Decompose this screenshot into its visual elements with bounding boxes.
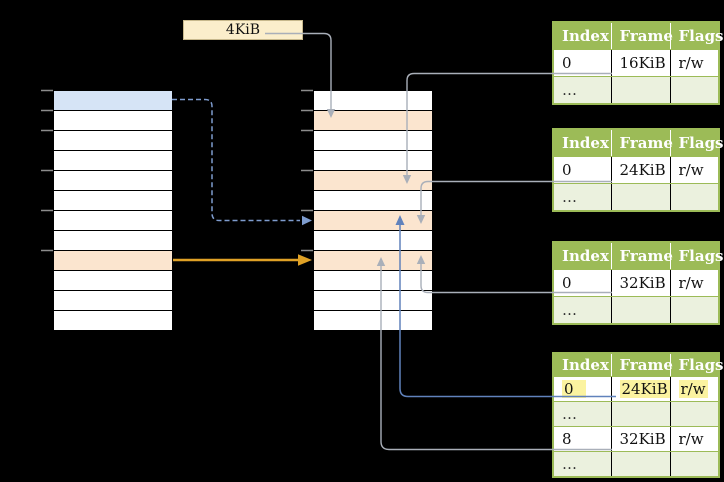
table-cell: r/w: [670, 49, 719, 77]
table-cell: 0: [553, 49, 612, 77]
table-cell: [611, 296, 671, 325]
table-cell: …: [553, 76, 612, 105]
table-cell: 8: [553, 426, 612, 452]
physical-column-tick-marks: [301, 89, 313, 252]
table-row-dots: …: [553, 451, 719, 478]
memory-row-orange: [54, 251, 172, 271]
arrow-virtual-blue-to-frame: [172, 98, 312, 226]
table-cell: 0: [553, 376, 612, 402]
column-header: Flags: [670, 242, 724, 270]
memory-row: [54, 111, 172, 131]
memory-row: [54, 151, 172, 171]
memory-row: [314, 271, 432, 291]
table-cell: [611, 451, 671, 478]
column-header: Flags: [670, 22, 724, 50]
table-cell: [670, 183, 719, 212]
table-cell: 32KiB: [611, 426, 671, 452]
table-cell: r/w: [670, 269, 719, 297]
table-row: 0 24KiB r/w: [553, 376, 719, 402]
column-header: Frame: [611, 353, 673, 377]
column-header: Index: [553, 22, 612, 50]
arrow-virtual-orange-to-frame: [173, 254, 312, 266]
table-cell: 24KiB: [611, 156, 671, 184]
column-header: Index: [553, 129, 612, 157]
memory-row: [314, 91, 432, 111]
memory-row: [314, 291, 432, 311]
table-cell: [670, 401, 719, 427]
table-cell: [611, 401, 671, 427]
table-cell: 16KiB: [611, 49, 671, 77]
table-cell: …: [553, 183, 612, 212]
table-cell: 32KiB: [611, 269, 671, 297]
table-cell: [611, 183, 671, 212]
column-header: Index: [553, 353, 612, 377]
table-cell: r/w: [670, 426, 719, 452]
memory-row: [54, 311, 172, 330]
column-header: Index: [553, 242, 612, 270]
memory-row: [314, 231, 432, 251]
page-size-label: 4KiB: [225, 22, 261, 38]
memory-row: [54, 291, 172, 311]
table-cell: r/w: [670, 376, 719, 402]
memory-row-orange: [314, 251, 432, 271]
table-cell: …: [553, 296, 612, 325]
memory-row-orange: [314, 111, 432, 131]
highlighted-value: r/w: [678, 380, 708, 398]
table-cell: …: [553, 451, 612, 478]
table-row-dots: …: [553, 401, 719, 427]
memory-row: [54, 171, 172, 191]
column-header: Frame: [611, 129, 673, 157]
memory-row: [54, 191, 172, 211]
table-cell: 24KiB: [611, 376, 671, 402]
memory-row-orange: [314, 211, 432, 231]
memory-row-blue: [54, 91, 172, 111]
highlighted-value: 24KiB: [619, 380, 669, 398]
memory-row: [314, 131, 432, 151]
virtual-memory-column: [53, 90, 173, 330]
physical-memory-column: [313, 90, 433, 330]
table-row-dots: …: [553, 296, 719, 325]
memory-row: [54, 271, 172, 291]
page-size-box: 4KiB: [183, 20, 303, 40]
memory-row-orange: [314, 171, 432, 191]
table-cell: 0: [553, 269, 612, 297]
column-header: Flags: [670, 353, 724, 377]
virtual-column-tick-marks: [41, 89, 53, 252]
memory-row: [314, 311, 432, 330]
memory-row: [54, 231, 172, 251]
table-cell: [670, 76, 719, 105]
table-cell: [670, 296, 719, 325]
table-cell: [670, 451, 719, 478]
column-header: Frame: [611, 242, 673, 270]
column-header: Frame: [611, 22, 673, 50]
memory-row: [314, 191, 432, 211]
table-cell: …: [553, 401, 612, 427]
highlighted-value: 0: [562, 380, 586, 398]
table-cell: 0: [553, 156, 612, 184]
memory-row: [54, 131, 172, 151]
table-cell: [611, 76, 671, 105]
table-row-dots: …: [553, 76, 719, 105]
table-cell: r/w: [670, 156, 719, 184]
memory-row: [314, 151, 432, 171]
column-header: Flags: [670, 129, 724, 157]
memory-row: [54, 211, 172, 231]
table-row-dots: …: [553, 183, 719, 212]
